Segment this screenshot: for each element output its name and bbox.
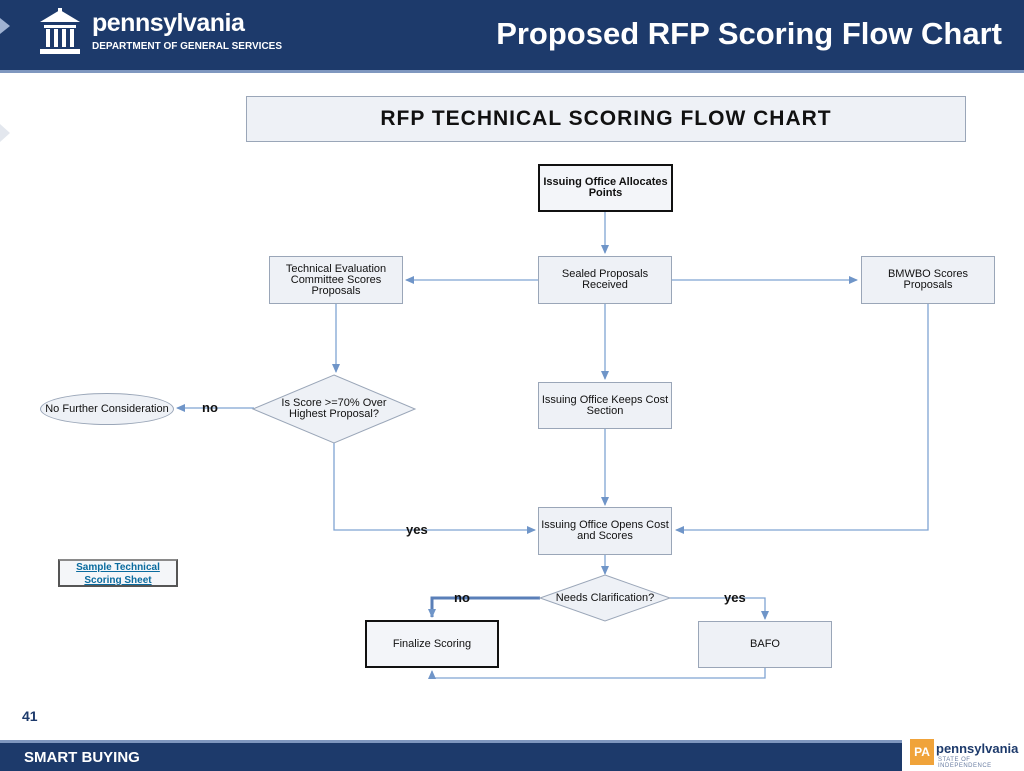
connector-clarify-no xyxy=(428,596,540,618)
decision-diamond-clarify xyxy=(538,574,672,622)
connector-decision-yes xyxy=(333,443,536,534)
node-technical-committee: Technical Evaluation Committee Scores Pr… xyxy=(269,256,403,304)
connector-bmwbo-to-opens xyxy=(675,304,929,534)
capitol-logo-icon xyxy=(40,8,80,54)
node-sealed-proposals: Sealed Proposals Received xyxy=(538,256,672,304)
node-score-decision: Is Score >=70% Over Highest Proposal? xyxy=(281,397,387,420)
pa-brand-name: pennsylvania xyxy=(936,741,1019,756)
footer-label: SMART BUYING xyxy=(24,749,140,766)
connector-bafo-to-finalize xyxy=(428,668,766,679)
brand-name: pennsylvania xyxy=(92,9,245,37)
header-bar: pennsylvania DEPARTMENT OF GENERAL SERVI… xyxy=(0,0,1024,73)
slide-marker-icon xyxy=(0,124,10,142)
page-number: 41 xyxy=(22,708,38,724)
node-opens-cost: Issuing Office Opens Cost and Scores xyxy=(538,507,672,555)
node-no-further-consideration: No Further Consideration xyxy=(40,393,174,425)
slide-title: Proposed RFP Scoring Flow Chart xyxy=(496,16,1002,51)
decision-diamond-score xyxy=(251,374,417,444)
node-bmwbo-scores: BMWBO Scores Proposals xyxy=(861,256,995,304)
pa-logo-icon: PA xyxy=(910,739,934,765)
sample-scoring-sheet-link[interactable]: Sample Technical Scoring Sheet xyxy=(58,559,178,587)
node-keeps-cost-section: Issuing Office Keeps Cost Section xyxy=(538,382,672,429)
brand-department: DEPARTMENT OF GENERAL SERVICES xyxy=(92,41,283,52)
edge-label-clarify-yes: yes xyxy=(724,590,746,605)
connector-clarify-yes xyxy=(670,597,769,620)
edge-label-clarify-no: no xyxy=(454,590,470,605)
edge-label-score-no: no xyxy=(202,400,218,415)
node-needs-clarification: Needs Clarification? xyxy=(555,591,655,604)
pa-tagline: STATE OF INDEPENDENCE xyxy=(938,757,992,769)
node-finalize-scoring: Finalize Scoring xyxy=(365,620,499,668)
edge-label-score-yes: yes xyxy=(406,522,428,537)
node-issuing-office-allocates: Issuing Office Allocates Points xyxy=(538,164,673,212)
footer-bar: SMART BUYING xyxy=(0,740,902,771)
slide-marker-icon xyxy=(0,18,10,34)
node-bafo: BAFO xyxy=(698,621,832,668)
flowchart-title: RFP TECHNICAL SCORING FLOW CHART xyxy=(246,96,966,142)
